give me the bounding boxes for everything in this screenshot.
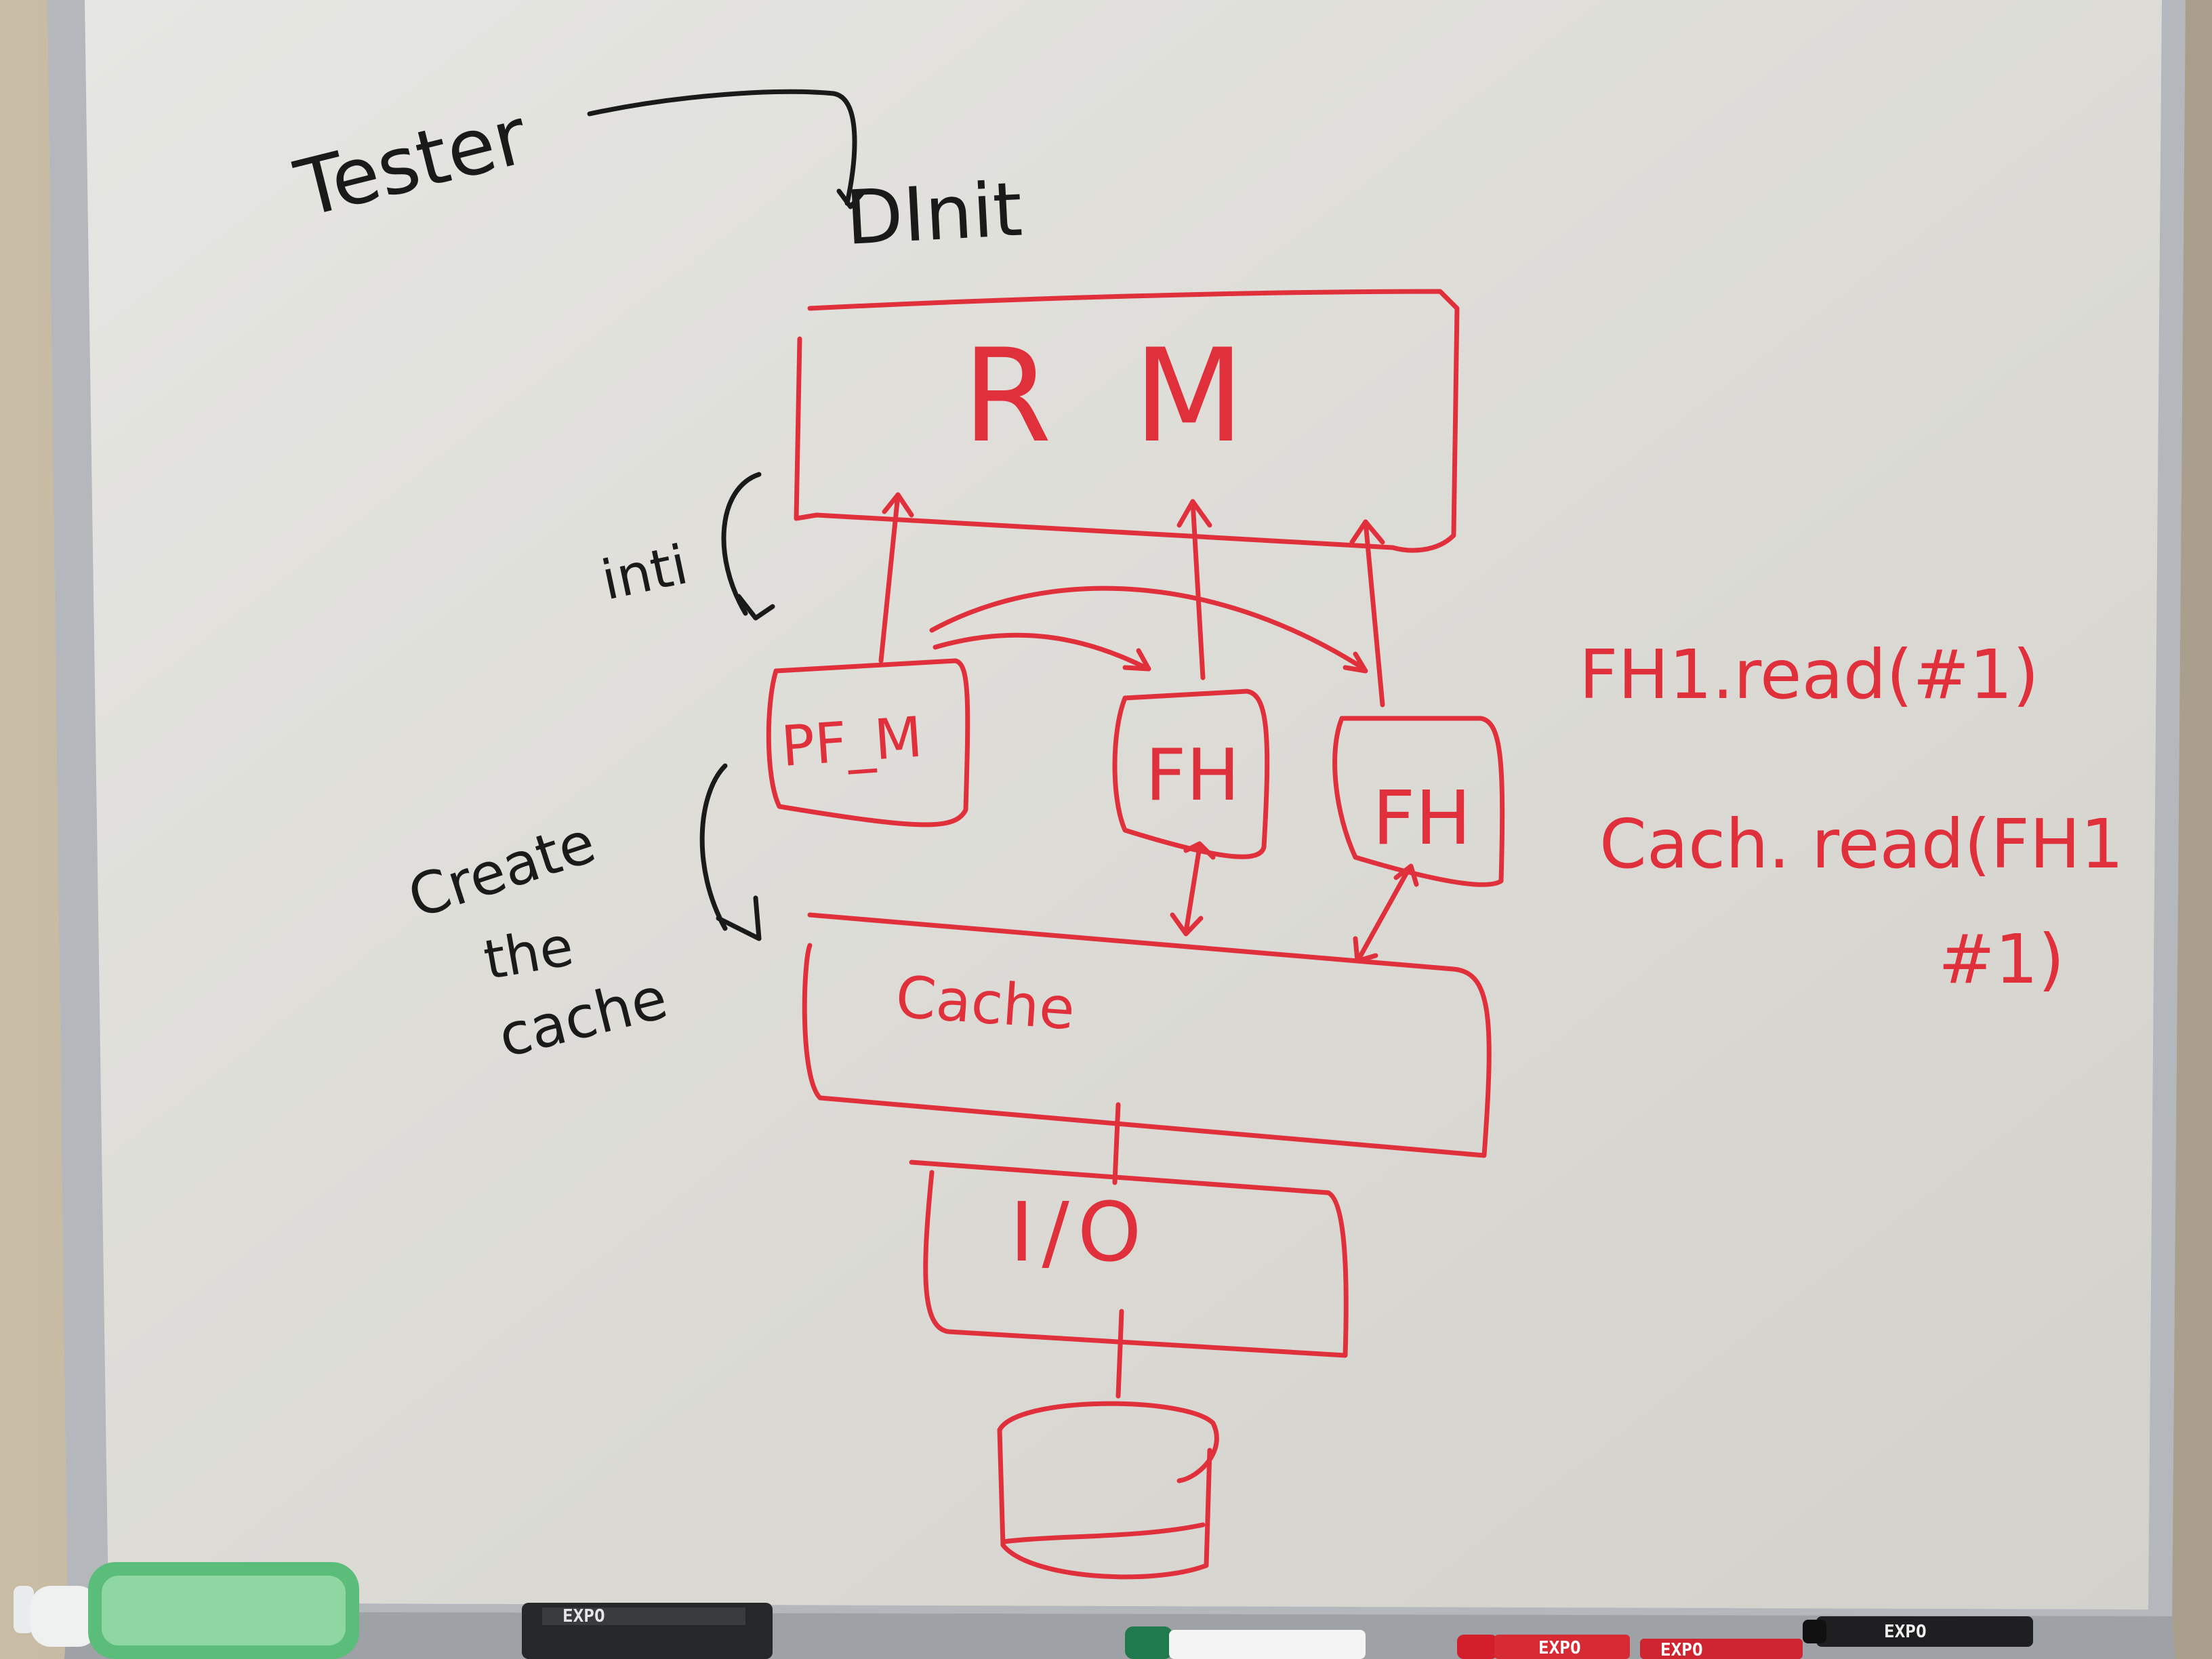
arrowhead-icon bbox=[1353, 863, 1419, 964]
marker-red-1-label: EXPO bbox=[1538, 1638, 1581, 1658]
fh-right-to-rm-line bbox=[1363, 519, 1385, 708]
arrowhead-icon bbox=[836, 188, 867, 209]
cleaner-bottle bbox=[14, 1562, 359, 1659]
cache-read-note: Cach. read(FH1 bbox=[1599, 804, 2124, 884]
the-label: the bbox=[479, 914, 577, 991]
fh-right-box bbox=[1332, 716, 1505, 887]
black-notes bbox=[587, 89, 867, 941]
eraser[interactable]: EXPO bbox=[522, 1603, 773, 1659]
cache-box bbox=[802, 912, 1492, 1158]
marker-green[interactable] bbox=[1125, 1626, 1366, 1659]
marker-red-2[interactable]: EXPO bbox=[1640, 1639, 1803, 1659]
cache-to-io-line bbox=[1112, 1102, 1121, 1185]
pfm-to-fh-left-arrow bbox=[933, 632, 1148, 670]
rm-box bbox=[794, 289, 1460, 553]
dinit-label: DInit bbox=[844, 166, 1025, 262]
rm-label: R M bbox=[962, 321, 1265, 471]
io-label: I/O bbox=[1010, 1186, 1149, 1280]
arrowhead-icon bbox=[882, 492, 914, 518]
disk-top bbox=[997, 1401, 1219, 1483]
marker-red-2-label: EXPO bbox=[1660, 1640, 1703, 1659]
fh-right-label: FH bbox=[1372, 775, 1471, 861]
pfm-to-fh-right-arrow bbox=[929, 586, 1365, 670]
disk-bottom-rim bbox=[1000, 1522, 1206, 1544]
tester-to-dinit-arrow bbox=[587, 89, 857, 206]
eraser-brand-label: EXPO bbox=[562, 1606, 605, 1626]
io-box bbox=[909, 1160, 1349, 1358]
pfm-label: PF_M bbox=[779, 705, 924, 779]
io-to-disk-line bbox=[1115, 1309, 1124, 1399]
arrowhead-icon bbox=[1349, 519, 1385, 545]
board-surface bbox=[85, 0, 2162, 1610]
marker-black-label: EXPO bbox=[1884, 1622, 1927, 1642]
fh-left-box bbox=[1112, 689, 1270, 859]
fh1-read-note: FH1.read(#1) bbox=[1579, 635, 2039, 714]
fh-right-to-cache-line bbox=[1356, 865, 1412, 962]
disk-body bbox=[997, 1427, 1212, 1580]
fh-left-to-cache-line bbox=[1183, 844, 1202, 935]
arrowhead-icon bbox=[736, 594, 775, 621]
marker-black[interactable]: EXPO bbox=[1803, 1616, 2033, 1647]
fh-left-to-rm-line bbox=[1190, 499, 1206, 680]
cache-label: Cache bbox=[894, 964, 1078, 1043]
create-cache-arrow bbox=[699, 763, 728, 931]
arrowhead-icon bbox=[1343, 651, 1368, 674]
arrowhead-icon bbox=[1122, 648, 1151, 672]
fh-left-label: FH bbox=[1145, 734, 1240, 817]
arrowhead-icon bbox=[716, 895, 762, 941]
arrowhead-icon bbox=[1176, 499, 1212, 528]
pfm-box bbox=[766, 658, 970, 827]
pfm-to-rm-line bbox=[878, 492, 901, 663]
cache-read-note-cont: #1) bbox=[1938, 920, 2064, 999]
inti-arrow bbox=[721, 472, 762, 616]
diagram bbox=[766, 289, 1505, 1580]
arrowhead-icon bbox=[1170, 841, 1216, 937]
marker-red-1[interactable]: EXPO bbox=[1457, 1635, 1630, 1659]
